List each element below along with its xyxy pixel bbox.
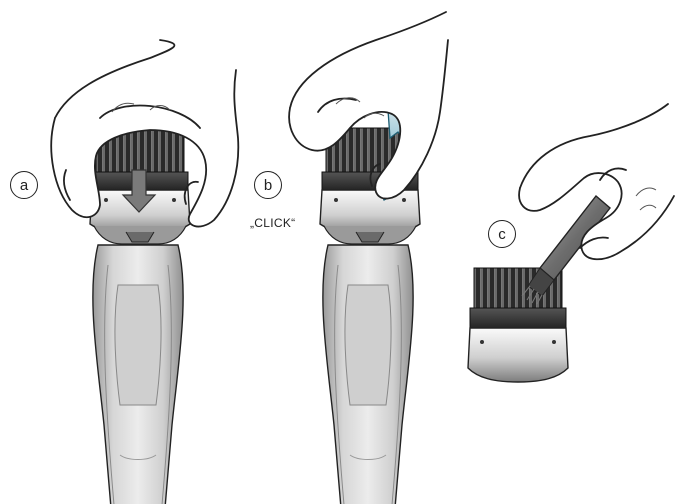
click-sound-label: „CLICK“ (250, 216, 295, 230)
panel-a: a (10, 40, 238, 504)
panel-b: b „CLICK“ (250, 12, 448, 504)
step-a-text: a (10, 171, 38, 199)
trimmer-a (93, 245, 183, 504)
step-b-text: b (254, 171, 282, 199)
comb-attachment-c (468, 268, 568, 382)
step-label-b: b (254, 171, 286, 203)
step-label-a: a (10, 171, 42, 203)
step-c-text: c (488, 220, 516, 248)
hand-c (519, 104, 674, 259)
step-label-c: c (488, 220, 520, 252)
panel-c: c (468, 104, 674, 382)
trimmer-b (323, 245, 413, 504)
